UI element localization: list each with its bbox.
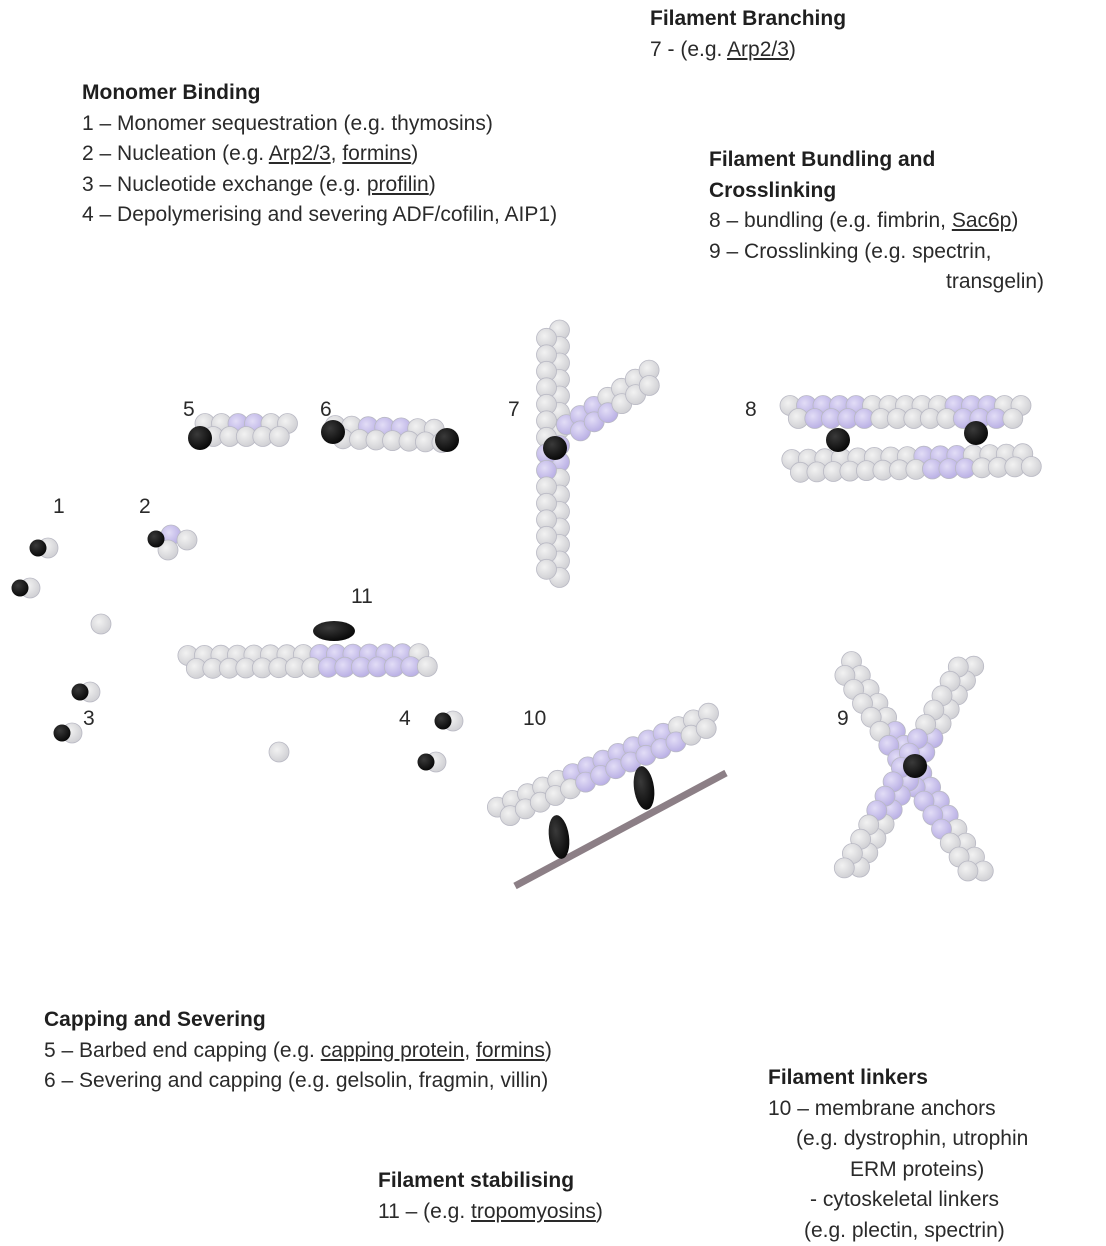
capping-protein-5 <box>188 426 212 450</box>
membrane-anchor-10a <box>546 814 572 860</box>
actin-monomer <box>177 530 197 550</box>
bundling-protein-8b <box>964 421 988 445</box>
severing-protein-6a <box>321 420 345 444</box>
label-9: 9 <box>837 707 849 730</box>
label-7: 7 <box>508 398 520 421</box>
monomer-4a <box>435 711 464 731</box>
actin-monomer <box>91 614 111 634</box>
actin-subunit <box>417 657 437 677</box>
filament-7-branch <box>556 360 659 441</box>
actin-subunit <box>1003 409 1023 429</box>
actin-subunit <box>639 376 659 396</box>
binding-protein-dot <box>12 580 29 597</box>
actin-subunit <box>1021 457 1041 477</box>
label-2: 2 <box>139 495 151 518</box>
binding-protein-dot <box>54 725 71 742</box>
actin-subunit <box>958 861 978 881</box>
label-6: 6 <box>320 398 332 421</box>
binding-protein-dot <box>72 684 89 701</box>
label-10: 10 <box>523 707 546 730</box>
severing-protein-6b <box>435 428 459 452</box>
label-4: 4 <box>399 707 411 730</box>
binding-protein-dot <box>435 713 452 730</box>
monomer-4b <box>418 752 447 772</box>
label-11: 11 <box>351 585 373 608</box>
binding-protein-dot <box>418 754 435 771</box>
membrane-anchor-10b <box>631 765 657 811</box>
monomer-3b <box>54 723 83 743</box>
arp23-complex-7 <box>543 436 567 460</box>
actin-subunit <box>537 559 557 579</box>
filament-8-top <box>780 396 1031 429</box>
actin-monomer <box>269 742 289 762</box>
label-8: 8 <box>745 398 757 421</box>
tropomyosin-11 <box>313 621 355 641</box>
monomer-3a <box>72 682 101 702</box>
monomer-1a <box>30 538 59 558</box>
binding-protein-dot <box>30 540 47 557</box>
actin-subunit <box>834 858 854 878</box>
actin-subunit <box>696 719 716 739</box>
filament-8-bottom <box>782 444 1042 483</box>
label-3: 3 <box>83 707 95 730</box>
bundling-protein-8a <box>826 428 850 452</box>
label-1: 1 <box>53 495 65 518</box>
nucleator-2 <box>148 531 165 548</box>
filament-11 <box>178 644 437 679</box>
monomer-1b <box>12 578 41 598</box>
actin-filaments <box>178 320 1041 881</box>
actin-subunit <box>269 427 289 447</box>
label-5: 5 <box>183 398 195 421</box>
crosslinker-9 <box>903 754 927 778</box>
